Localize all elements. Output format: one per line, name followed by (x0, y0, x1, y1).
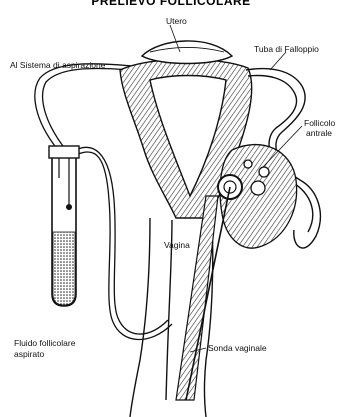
label-follicle-line2: antrale (306, 128, 332, 138)
collection-tube-icon (49, 146, 79, 306)
label-fallopian-tube: Tuba di Falloppio (254, 44, 319, 54)
ovary-shape (218, 145, 297, 249)
label-follicular-fluid-line1: Fluido follicolare (14, 338, 75, 348)
label-aspiration-system: Al Sistema di aspirazione (10, 60, 105, 70)
label-vaginal-probe: Sonda vaginale (208, 343, 267, 353)
label-vagina: Vagina (164, 240, 190, 250)
vaginal-probe-icon (176, 187, 230, 400)
label-follicular-fluid-line2: aspirato (14, 349, 44, 359)
label-follicle-line1: Follicolo (304, 118, 335, 128)
label-uterus: Utero (166, 16, 187, 26)
